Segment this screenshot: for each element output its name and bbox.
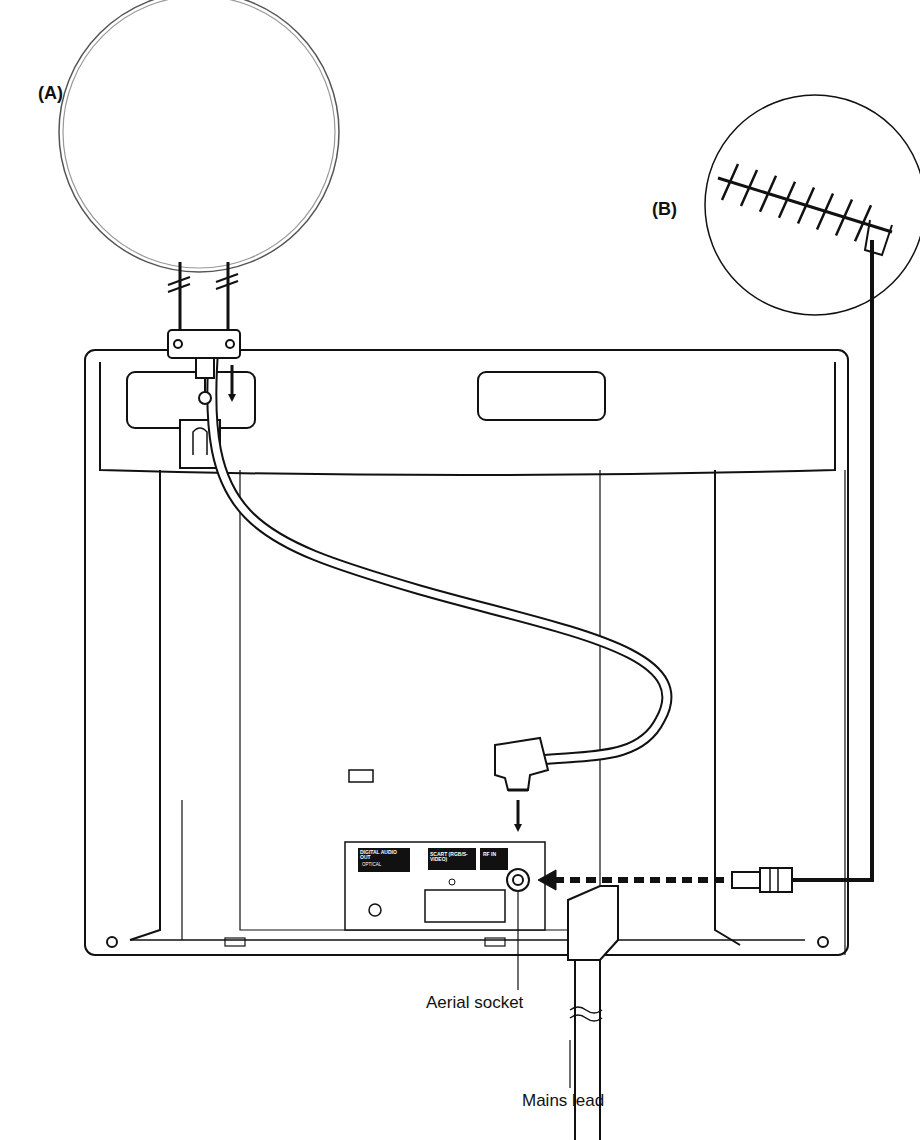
yagi-aerial: [538, 95, 920, 892]
loop-clamp-and-plug: [168, 330, 548, 828]
loop-aerial-cable: [212, 345, 667, 760]
loop-aerial: [59, 0, 339, 330]
tv-rear-cabinet: [85, 350, 848, 955]
part-name: Aerial socket: [426, 994, 523, 1013]
part-name: Mains lead: [522, 1092, 604, 1111]
panel-label: SCART (RGB/S-VIDEO): [430, 852, 474, 863]
leader-line: [518, 892, 570, 1088]
terminal-panel: [345, 842, 545, 930]
aerial-letter: (A): [38, 84, 63, 104]
panel-label: DIGITAL AUDIO OUT: [360, 850, 408, 861]
aerial-letter: (B): [652, 200, 677, 220]
panel-label: RF IN: [483, 852, 506, 857]
panel-label: OPTICAL: [362, 863, 406, 868]
